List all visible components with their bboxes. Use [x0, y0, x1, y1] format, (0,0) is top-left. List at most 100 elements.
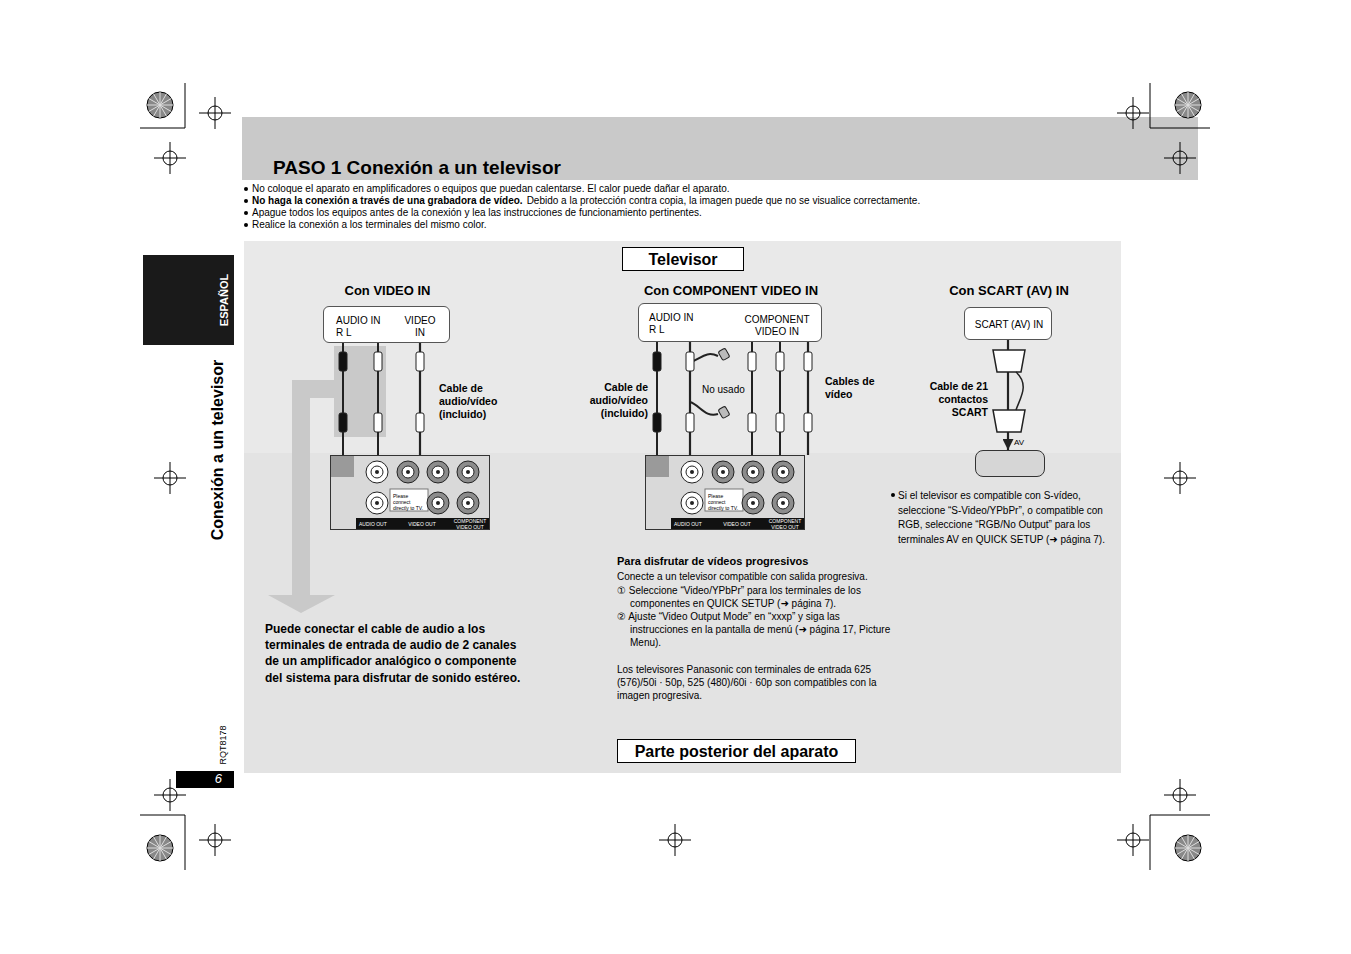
node-text: AUDIO OUT — [359, 521, 395, 527]
rear-panel-drawing — [406, 470, 410, 474]
rear-panel-drawing — [436, 470, 440, 474]
cable-label: Cable de audio/vídeo (incluido) — [566, 381, 648, 420]
registration-mark — [147, 92, 173, 118]
note-text: Los televisores Panasonic con terminales… — [617, 663, 909, 702]
node-text: COMPONENT VIDEO OUT — [766, 518, 804, 530]
registration-mark — [140, 815, 185, 816]
rear-panel-drawing — [466, 470, 470, 474]
scart-plug — [993, 350, 1025, 372]
registration-mark — [1188, 848, 1189, 861]
registration-mark — [1188, 835, 1189, 848]
rear-panel-drawing — [645, 455, 669, 477]
note-text: No coloque el aparato en amplificadores … — [252, 183, 730, 195]
header-band — [242, 117, 1198, 180]
unit-rear-panel: AUDIO OUTVIDEO OUTCOMPONENT VIDEO OUTPle… — [645, 455, 805, 530]
registration-mark — [147, 848, 160, 849]
diagram-panel — [244, 241, 1121, 773]
rear-panel-drawing — [402, 466, 414, 478]
registration-mark — [160, 848, 173, 849]
cable-label: Cable de audio/vídeo (incluido) — [439, 382, 529, 421]
rear-panel-drawing — [681, 492, 703, 514]
registration-mark — [160, 105, 161, 118]
note-text: Si el televisor es compatible con S-víde… — [898, 489, 1114, 547]
registration-mark — [1150, 815, 1210, 816]
rear-panel-drawing — [681, 461, 703, 483]
bullet-dot — [244, 187, 248, 191]
rear-panel-drawing — [747, 466, 759, 478]
rear-panel-drawing — [432, 466, 444, 478]
rca-plug — [718, 348, 730, 361]
rear-panel-drawing — [432, 497, 444, 509]
rca-plug — [374, 352, 382, 371]
rca-plug — [416, 413, 424, 432]
registration-mark — [1150, 83, 1151, 128]
registration-mark — [1188, 842, 1199, 849]
note-text: Debido a la protección contra copia, la … — [527, 195, 921, 207]
rear-panel-drawing — [751, 501, 755, 505]
rear-panel-drawing — [462, 466, 474, 478]
node-text: COMPONENT VIDEO OUT — [451, 518, 489, 530]
rear-panel-drawing — [772, 492, 794, 514]
node-text: Con SCART (AV) IN — [915, 283, 1103, 299]
registration-mark — [1175, 835, 1201, 861]
registration-mark — [1188, 99, 1199, 106]
registration-mark — [149, 105, 160, 112]
rear-panel-drawing — [462, 497, 474, 509]
registration-mark — [147, 835, 173, 861]
registration-mark — [1188, 105, 1201, 106]
registration-mark — [147, 105, 160, 106]
rear-panel-drawing — [690, 470, 694, 474]
rear-panel-drawing — [645, 455, 805, 530]
rca-plug — [776, 352, 784, 371]
registration-mark — [1133, 97, 1134, 129]
rear-panel-drawing — [371, 497, 383, 509]
header-band — [242, 117, 1198, 180]
rear-panel-drawing — [436, 501, 440, 505]
rca-plug — [374, 413, 382, 432]
node-text: AV — [1014, 438, 1024, 448]
rear-panel-drawing — [375, 470, 379, 474]
rca-plug — [686, 352, 694, 371]
page-number: 6 — [176, 771, 234, 788]
registration-mark — [185, 815, 186, 870]
cable-label: Cable de 21 contactos SCART — [925, 380, 988, 419]
section-box: Parte posterior del aparato — [617, 739, 856, 763]
registration-mark — [185, 83, 186, 128]
node-text: VIDEO IN — [402, 315, 438, 339]
rear-panel-drawing — [390, 489, 428, 511]
registration-mark — [1188, 848, 1195, 859]
cable-wire — [343, 342, 780, 455]
registration-mark — [149, 848, 160, 855]
scart-plug — [1016, 372, 1023, 410]
registration-mark — [1188, 92, 1189, 105]
rca-plug — [653, 413, 661, 432]
registration-mark — [140, 83, 1210, 870]
registration-mark — [170, 779, 171, 811]
rca-plug — [748, 413, 756, 432]
rear-panel-drawing — [366, 492, 388, 514]
rear-panel-drawing — [457, 461, 479, 483]
registration-mark — [160, 105, 173, 106]
note-text: Realice la conexión a los terminales del… — [252, 219, 487, 231]
node-text: VIDEO OUT — [714, 521, 760, 527]
node-text: Please connect directly to TV. — [708, 493, 742, 511]
registration-mark — [1180, 142, 1181, 174]
language-tab: ESPAÑOL — [143, 255, 234, 345]
registration-mark — [215, 824, 216, 856]
registration-mark — [160, 842, 171, 849]
rear-panel-drawing — [330, 455, 490, 530]
rca-plug — [416, 352, 424, 371]
rear-panel-drawing — [690, 501, 694, 505]
note-text: Para disfrutar de vídeos progresivos — [617, 555, 808, 568]
node-text: AUDIO IN R L — [336, 315, 385, 339]
rear-panel-drawing — [427, 461, 449, 483]
rca-plug — [686, 413, 694, 432]
rear-panel-drawing — [457, 492, 479, 514]
node-text: VIDEO OUT — [399, 521, 445, 527]
diagram-panel — [244, 241, 1121, 453]
scart-socket: AV — [975, 450, 1045, 477]
registration-mark — [160, 92, 161, 105]
registration-mark — [1182, 94, 1189, 105]
